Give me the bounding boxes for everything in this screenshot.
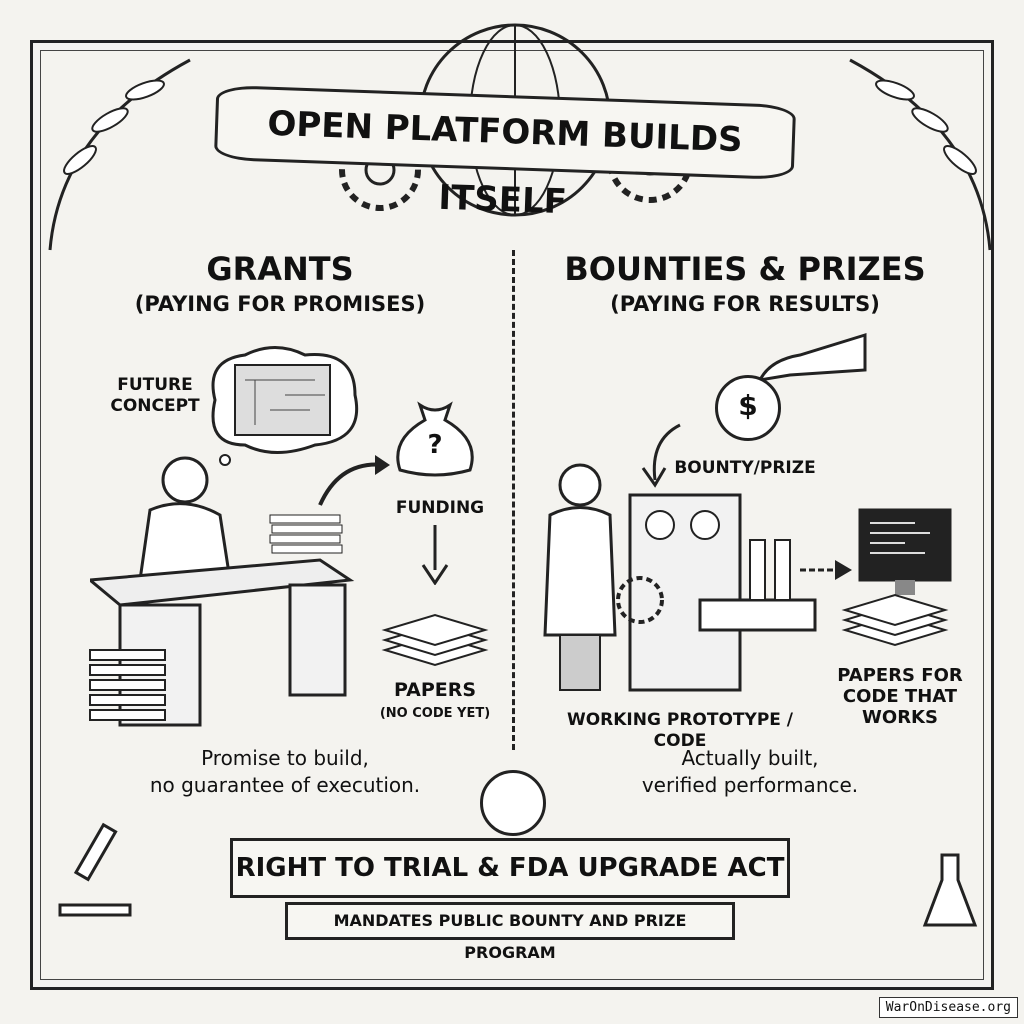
act-subtitle-banner: MANDATES PUBLIC BOUNTY AND PRIZE PROGRAM	[285, 902, 735, 962]
bounties-caption: Actually built,verified performance.	[641, 746, 859, 797]
funding-label: FUNDING	[395, 498, 485, 518]
outer-frame	[30, 40, 994, 990]
bounty-prize-label: BOUNTY/PRIZE	[674, 458, 816, 478]
act-title-banner: RIGHT TO TRIAL & FDA UPGRADE ACT	[230, 838, 790, 898]
hand-icon	[757, 332, 867, 382]
grants-subheading: (PAYING FOR PROMISES)	[134, 292, 426, 316]
scientist-with-machine-illustration	[543, 463, 817, 692]
papers-stack-icon-right	[841, 593, 949, 647]
scientist-at-desk-illustration	[90, 456, 355, 727]
prototype-label: WORKING PROTOTYPE / CODE	[566, 710, 794, 751]
grants-caption: Promise to build,no guarantee of executi…	[149, 746, 421, 797]
computer-monitor-icon	[858, 508, 952, 595]
arrow-to-funding-icon	[318, 455, 390, 506]
grants-heading: GRANTS	[206, 250, 354, 288]
dollar-sign: $	[738, 389, 758, 422]
microscope-icon	[58, 822, 132, 917]
laurel-right-icon	[849, 58, 992, 251]
thought-bubble-blueprint	[211, 346, 359, 466]
laurel-left-icon	[48, 58, 191, 251]
coin-icon: $	[715, 375, 781, 441]
papers-stack-icon	[381, 613, 489, 667]
bounties-heading: BOUNTIES & PRIZES	[564, 250, 926, 288]
column-divider	[512, 250, 515, 750]
money-bag-icon: ?	[390, 385, 480, 480]
arrow-down-left-icon	[641, 423, 681, 488]
arrow-down-icon	[421, 525, 449, 585]
arrow-right-icon	[800, 560, 852, 580]
flask-icon	[922, 853, 978, 927]
bounties-subheading: (PAYING FOR RESULTS)	[610, 292, 880, 316]
future-concept-label: FUTURE CONCEPT	[110, 375, 200, 416]
question-mark: ?	[427, 430, 443, 460]
papers-label: PAPERS	[393, 679, 477, 701]
inner-frame	[40, 50, 984, 980]
proposals-stack-icon	[89, 649, 166, 721]
no-code-yet-label: (NO CODE YET)	[379, 706, 491, 721]
seal-icon	[480, 770, 546, 836]
watermark-link[interactable]: WarOnDisease.org	[878, 997, 1018, 1018]
